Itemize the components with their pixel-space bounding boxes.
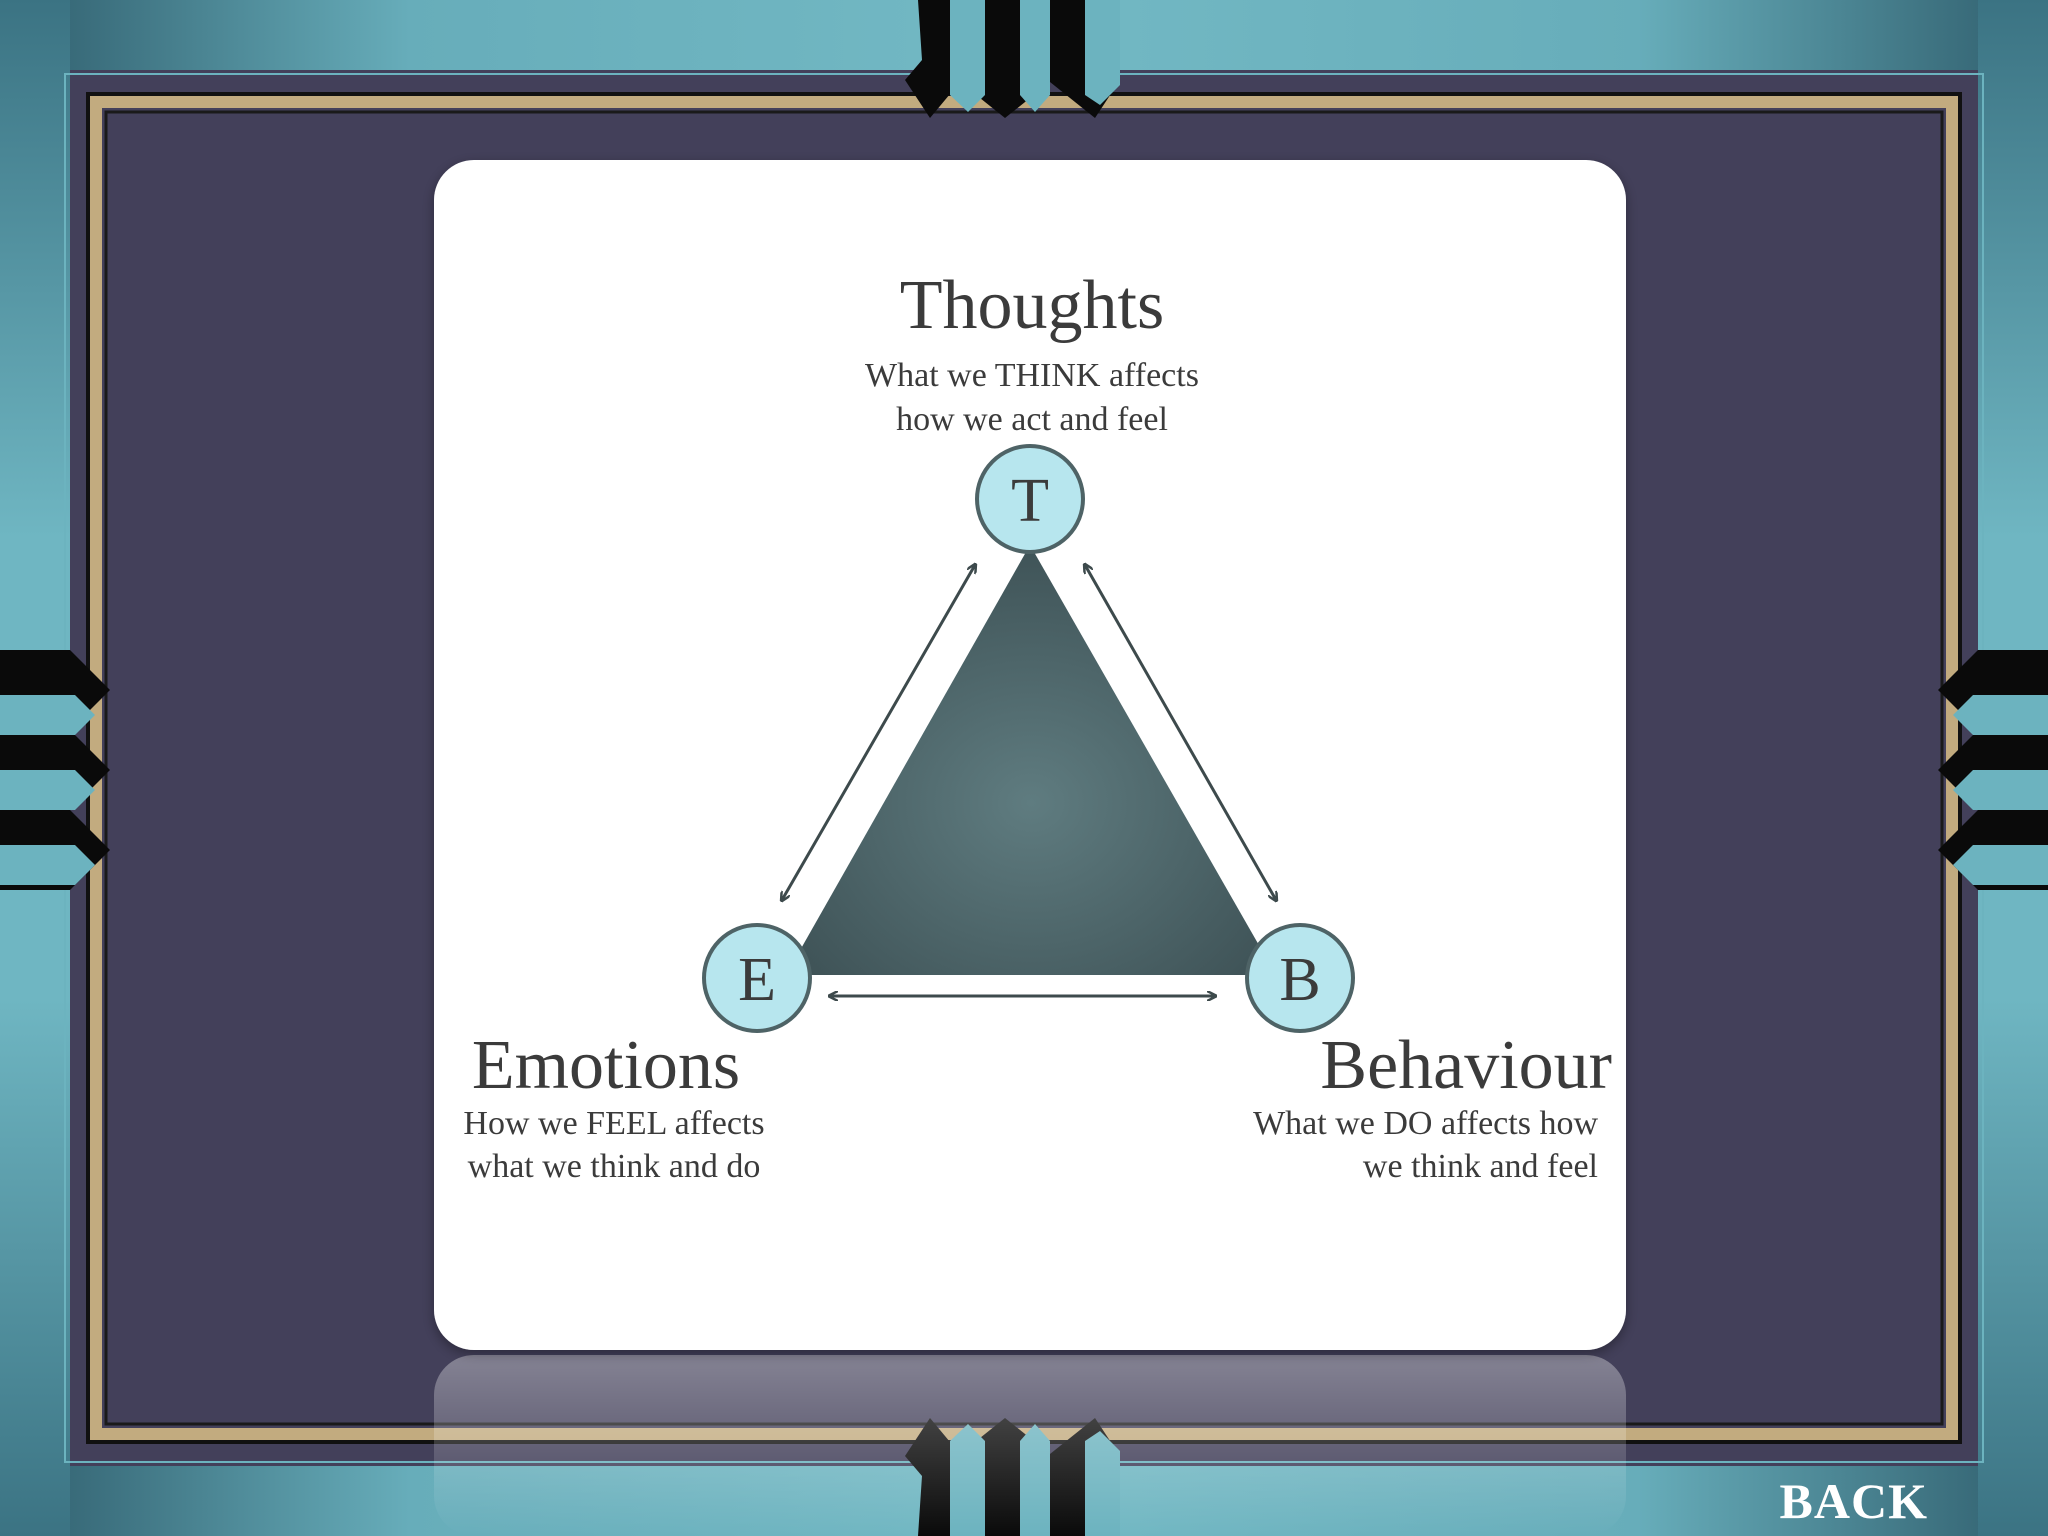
thoughts-desc-line2: how we act and feel (896, 401, 1168, 438)
node-emotions: E (702, 923, 812, 1033)
emotions-desc-line1: How we FEEL affects (463, 1105, 764, 1142)
right-ornament (1938, 650, 2048, 890)
behaviour-desc-line2: we think and feel (1363, 1148, 1598, 1185)
thoughts-desc-line1: What we THINK affects (865, 357, 1199, 394)
arrow-thoughts-emotions (782, 565, 975, 900)
emotions-desc-line2: what we think and do (468, 1148, 761, 1185)
left-ornament (0, 650, 110, 890)
behaviour-desc-line1: What we DO affects how (1253, 1105, 1598, 1142)
top-ornament (905, 0, 1120, 118)
node-behaviour-label: B (1279, 946, 1320, 1014)
arrow-thoughts-behaviour (1085, 565, 1276, 900)
node-thoughts: T (975, 444, 1085, 554)
node-behaviour: B (1245, 923, 1355, 1033)
cbt-triangle-diagram: T E B Thoughts What we THINK affects how… (463, 267, 1612, 1185)
node-emotions-label: E (738, 946, 776, 1014)
back-button[interactable]: BACK (1779, 1473, 1928, 1529)
emotions-title: Emotions (472, 1027, 740, 1104)
card-reflection (434, 1355, 1626, 1536)
thoughts-title: Thoughts (900, 267, 1164, 344)
behaviour-title: Behaviour (1320, 1027, 1612, 1104)
node-thoughts-label: T (1011, 467, 1049, 535)
